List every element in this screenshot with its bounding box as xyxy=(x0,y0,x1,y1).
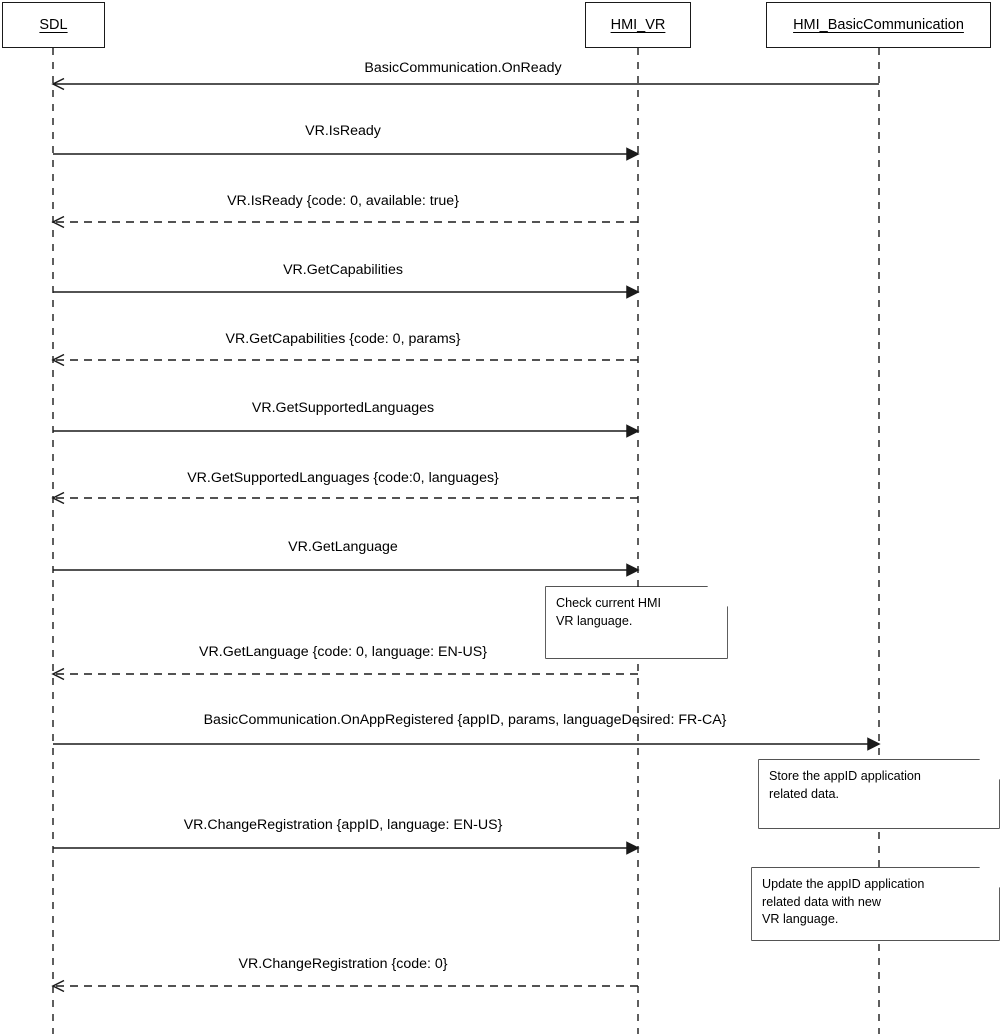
arrowhead-5 xyxy=(626,424,640,438)
message-label-11: VR.ChangeRegistration {code: 0} xyxy=(238,956,448,972)
actor-box-hmi_bc[interactable]: HMI_BasicCommunication xyxy=(766,2,991,48)
message-label-2: VR.IsReady {code: 0, available: true} xyxy=(227,193,459,209)
message-label-7: VR.GetLanguage xyxy=(288,539,398,555)
arrowhead-3 xyxy=(626,285,640,299)
message-label-1: VR.IsReady xyxy=(305,123,381,139)
message-label-4: VR.GetCapabilities {code: 0, params} xyxy=(225,331,461,347)
message-label-5: VR.GetSupportedLanguages xyxy=(251,400,435,416)
message-arrow-1[interactable] xyxy=(53,147,640,161)
arrowhead-4 xyxy=(51,353,65,367)
message-arrow-5[interactable] xyxy=(53,424,640,438)
note-text-2: Update the appID application related dat… xyxy=(762,877,925,926)
actor-box-sdl[interactable]: SDL xyxy=(2,2,105,48)
message-arrow-6[interactable] xyxy=(51,491,638,505)
note-text-1: Store the appID application related data… xyxy=(769,769,921,801)
message-arrow-2[interactable] xyxy=(51,215,638,229)
note-text-0: Check current HMI VR language. xyxy=(556,596,661,628)
message-label-8: VR.GetLanguage {code: 0, language: EN-US… xyxy=(199,644,487,660)
message-arrow-10[interactable] xyxy=(53,841,640,855)
message-arrow-7[interactable] xyxy=(53,563,640,577)
arrowhead-6 xyxy=(51,491,65,505)
message-arrow-11[interactable] xyxy=(51,979,638,993)
message-arrow-8[interactable] xyxy=(51,667,638,681)
message-label-10: VR.ChangeRegistration {appID, language: … xyxy=(183,817,503,833)
message-arrow-0[interactable] xyxy=(51,77,879,91)
arrowhead-2 xyxy=(51,215,65,229)
actor-label-hmi_vr: HMI_VR xyxy=(610,16,666,33)
arrowhead-8 xyxy=(51,667,65,681)
message-label-3: VR.GetCapabilities xyxy=(283,262,403,278)
message-arrow-4[interactable] xyxy=(51,353,638,367)
note-2[interactable]: Update the appID application related dat… xyxy=(752,868,999,940)
message-arrow-3[interactable] xyxy=(53,285,640,299)
message-label-9: BasicCommunication.OnAppRegistered {appI… xyxy=(203,712,727,728)
arrowhead-1 xyxy=(626,147,640,161)
arrowhead-11 xyxy=(51,979,65,993)
actor-label-sdl: SDL xyxy=(39,16,68,33)
message-label-0: BasicCommunication.OnReady xyxy=(364,60,562,76)
arrowhead-10 xyxy=(626,841,640,855)
arrowhead-0 xyxy=(51,77,65,91)
message-arrow-9[interactable] xyxy=(53,737,881,751)
arrowhead-9 xyxy=(867,737,881,751)
arrowhead-7 xyxy=(626,563,640,577)
note-1[interactable]: Store the appID application related data… xyxy=(759,760,999,828)
actor-label-hmi_bc: HMI_BasicCommunication xyxy=(793,16,964,33)
note-0[interactable]: Check current HMI VR language. xyxy=(546,587,727,658)
message-label-6: VR.GetSupportedLanguages {code:0, langua… xyxy=(187,470,499,486)
actor-box-hmi_vr[interactable]: HMI_VR xyxy=(585,2,691,48)
